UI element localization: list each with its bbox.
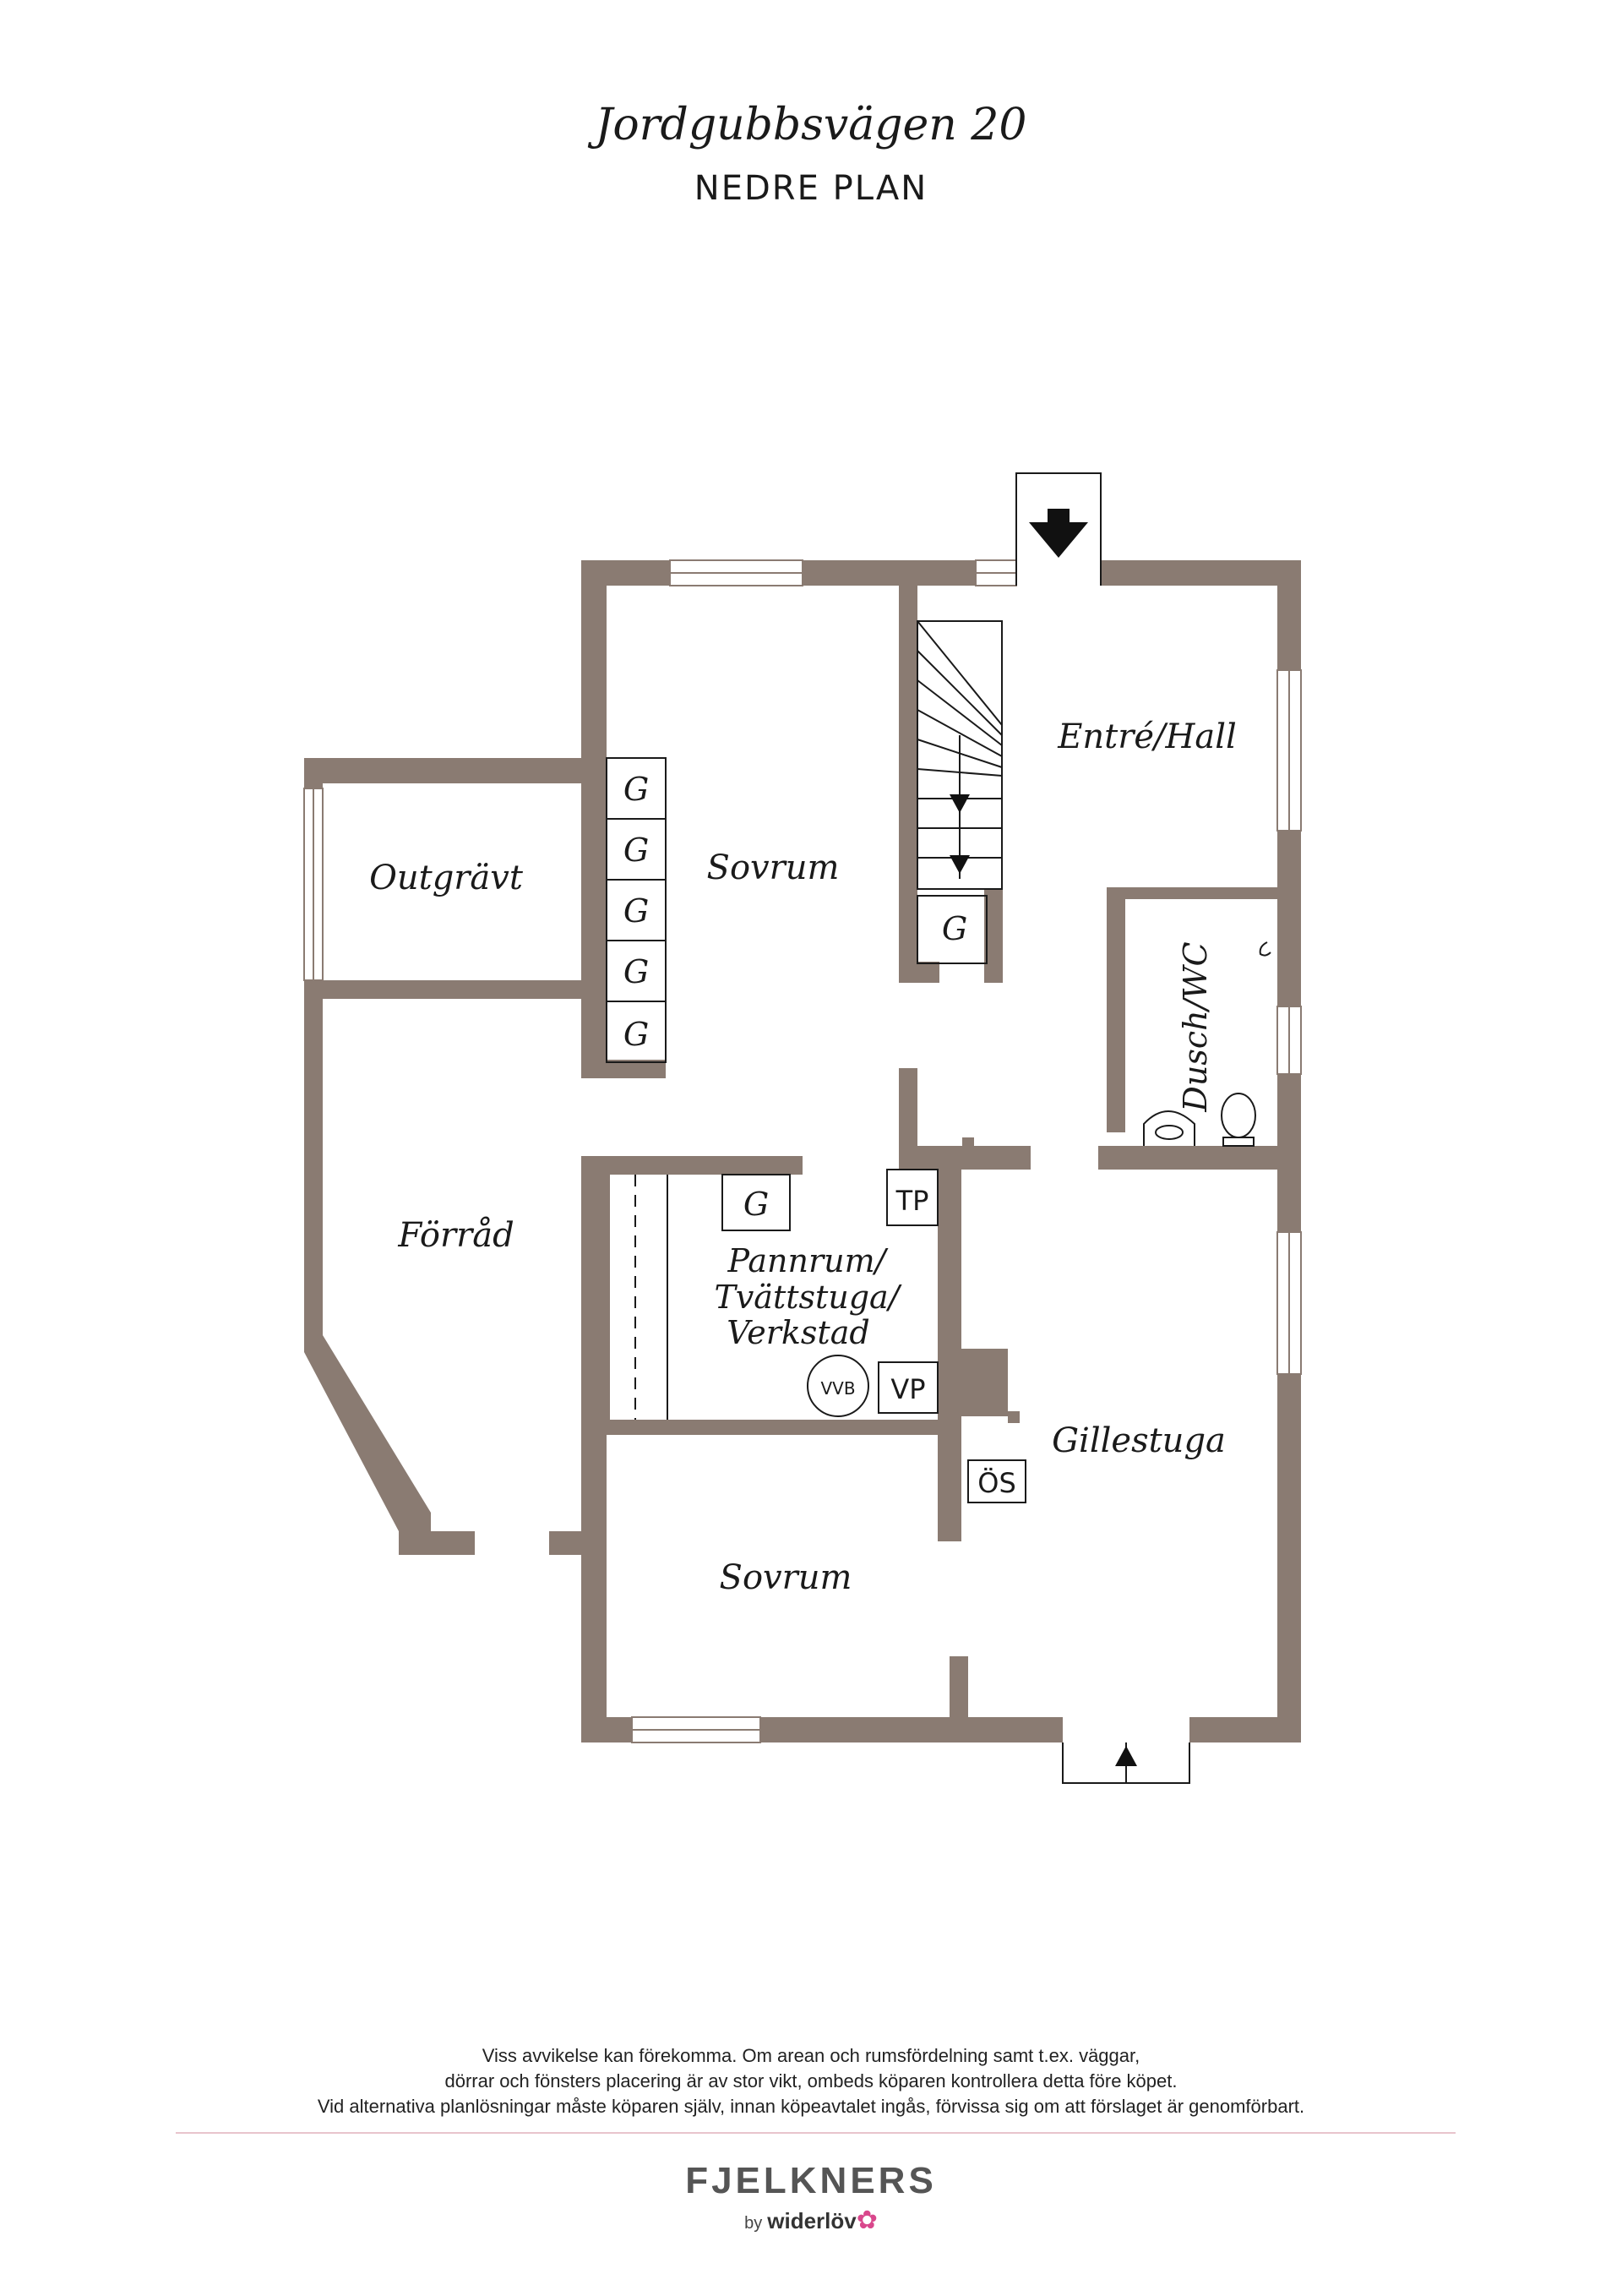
wall-right-d xyxy=(1277,1374,1301,1742)
chimney-lip xyxy=(1008,1411,1020,1423)
entry-step-top xyxy=(1015,472,1102,586)
wall-top-mid xyxy=(803,560,976,586)
wall-pannrum-right xyxy=(938,1170,961,1541)
entry-arrow-down xyxy=(1029,522,1088,558)
toilet-tank-icon xyxy=(1222,1137,1255,1147)
sink-icon xyxy=(1143,1110,1195,1146)
wall-forrad-bottom-right xyxy=(549,1531,607,1555)
wall-wc-bottom xyxy=(1098,1146,1277,1170)
disclaimer-line-2: dörrar och fönsters placering är av stor… xyxy=(444,2070,1178,2091)
wardrobe-label-2: G xyxy=(623,832,649,869)
wardrobe-label-pannrum: G xyxy=(743,1186,769,1223)
wall-lower-partition xyxy=(950,1656,968,1717)
toilet-icon xyxy=(1221,1093,1256,1138)
chimney xyxy=(961,1349,1008,1416)
wall-wc-left xyxy=(1107,887,1125,1132)
entrances xyxy=(1015,472,1190,1784)
wardrobe-label-5: G xyxy=(623,1016,649,1053)
wall-tp-nub xyxy=(962,1137,974,1153)
wardrobe-box-stair xyxy=(917,895,988,964)
stair-arrow-1 xyxy=(950,794,970,813)
disclaimer-line-3: Vid alternativa planlösningar måste köpa… xyxy=(317,2096,1305,2117)
room-label-pannrum-3: Verkstad xyxy=(727,1314,869,1351)
flower-icon: ✿ xyxy=(856,2206,878,2234)
wall-right-b xyxy=(1277,831,1301,1006)
os-box xyxy=(967,1459,1026,1503)
walls xyxy=(304,560,1301,1742)
windows xyxy=(303,559,1302,1743)
room-label-dusch-wc: Dusch/WC xyxy=(1177,941,1214,1112)
brand-logo: FJELKNERS xyxy=(685,2160,937,2201)
vvb-label: VVB xyxy=(820,1378,855,1399)
sink-bowl-icon xyxy=(1155,1125,1184,1140)
stairs xyxy=(917,620,1003,890)
footer-divider xyxy=(176,2132,1456,2134)
tp-box xyxy=(886,1169,939,1226)
disclaimer: Viss avvikelse kan förekomma. Om arean o… xyxy=(0,2043,1622,2119)
wall-main-left-lower xyxy=(581,1156,607,1742)
wardrobe-box-pannrum xyxy=(721,1174,791,1231)
room-label-entre-hall: Entré/Hall xyxy=(1057,717,1237,756)
wall-right-a xyxy=(1277,560,1301,670)
wall-wardrobe-base xyxy=(581,1060,666,1078)
brand-by: by xyxy=(744,2214,763,2233)
disclaimer-line-1: Viss avvikelse kan förekomma. Om arean o… xyxy=(482,2045,1140,2066)
wardrobe-label-1: G xyxy=(623,771,649,808)
wall-pannrum-inner-left xyxy=(607,1170,610,1423)
fixture-labels: G G G G G G G TP VVB VP ÖS xyxy=(623,771,1016,1499)
vp-box xyxy=(878,1361,939,1414)
os-label: ÖS xyxy=(977,1467,1016,1499)
brand-partner-name: widerlöv xyxy=(767,2208,857,2233)
wall-pannrum-top xyxy=(581,1156,803,1175)
room-label-outgravt: Outgrävt xyxy=(369,859,524,897)
room-label-sovrum-upper: Sovrum xyxy=(707,848,840,887)
wall-stair-bottom-left xyxy=(899,962,939,983)
wall-wc-top xyxy=(1107,887,1277,899)
room-label-gillestuga: Gillestuga xyxy=(1052,1421,1226,1460)
wall-stair-left xyxy=(899,586,917,983)
plan-level: NEDRE PLAN xyxy=(694,169,928,208)
wall-forrad-outer xyxy=(304,980,431,1555)
wall-stair-right-lower xyxy=(984,889,1003,983)
pannrum-bench xyxy=(634,1175,668,1420)
wardrobe-box-5 xyxy=(606,1001,667,1063)
room-label-pannrum-2: Tvättstuga/ xyxy=(714,1279,901,1316)
wardrobe-label-4: G xyxy=(623,953,649,990)
vp-label: VP xyxy=(890,1373,925,1405)
room-label-sovrum-lower: Sovrum xyxy=(720,1558,852,1597)
wall-forrad-bottom-left xyxy=(399,1531,475,1555)
wall-outgravt-left xyxy=(304,758,323,788)
wall-right-c xyxy=(1277,1074,1301,1232)
wall-pannrum-bottom xyxy=(607,1420,961,1435)
wall-outgravt-top xyxy=(304,758,607,783)
stair-arrow-2 xyxy=(950,855,970,874)
entry-arrow-down-shaft xyxy=(1048,509,1070,524)
wall-central-stub xyxy=(899,1068,917,1153)
wall-bottom-mid xyxy=(760,1717,1063,1742)
room-labels: Sovrum Outgrävt Entré/Hall Dusch/WC Förr… xyxy=(369,717,1237,1597)
wall-main-left-upper xyxy=(581,560,607,1078)
wardrobe-label-stair: G xyxy=(942,910,967,947)
wall-stair-bottom-right xyxy=(984,962,1003,983)
wardrobe-label-3: G xyxy=(623,892,649,930)
wc-fixtures xyxy=(1143,941,1271,1147)
wall-bottom-right xyxy=(1189,1717,1301,1742)
entry-arrow-up xyxy=(1115,1746,1137,1766)
plan-title: Jordgubbsvägen 20 xyxy=(595,100,1027,150)
room-label-pannrum-1: Pannrum/ xyxy=(727,1242,889,1279)
wall-outgravt-bottom xyxy=(304,980,607,999)
shower-icon xyxy=(1259,941,1271,957)
wardrobe-boxes xyxy=(606,757,1026,1503)
tp-label: TP xyxy=(895,1185,929,1217)
wall-bottom-left xyxy=(581,1717,632,1742)
room-label-forrad: Förråd xyxy=(397,1216,514,1255)
wall-top-right xyxy=(1101,560,1301,586)
vvb-circle xyxy=(807,1355,869,1417)
